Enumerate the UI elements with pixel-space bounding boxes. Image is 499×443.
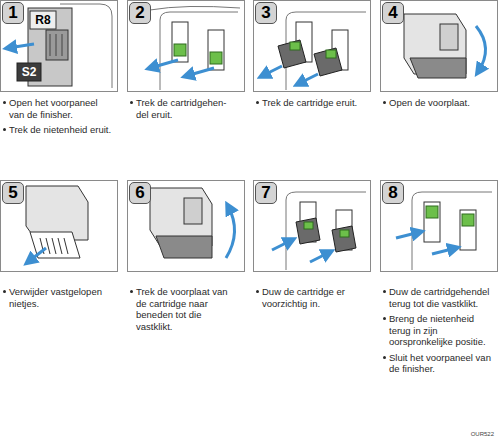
cartridge-close-plate-part bbox=[184, 198, 202, 224]
bullet bbox=[256, 101, 259, 104]
cartridge-handles-part bbox=[174, 44, 186, 56]
step-panel: 7 bbox=[253, 180, 371, 272]
cartridges-out bbox=[262, 12, 366, 90]
finisher-unit-part bbox=[50, 34, 51, 56]
step-number: 7 bbox=[255, 182, 277, 204]
bullet bbox=[3, 290, 6, 293]
cartridge-handles-part bbox=[160, 12, 238, 90]
handles-back-part bbox=[460, 210, 476, 250]
step-number: 2 bbox=[129, 2, 151, 24]
bullet bbox=[383, 317, 386, 320]
cartridges-out-part bbox=[326, 50, 336, 58]
cartridge-handles-part bbox=[186, 68, 214, 76]
instruction-text: Trek de nietenheid eruit. bbox=[9, 124, 113, 136]
jammed-staples-part bbox=[52, 238, 56, 254]
cartridges-in-part bbox=[296, 218, 320, 244]
step-panel: 6 bbox=[127, 180, 245, 272]
cartridge-handles-part bbox=[150, 6, 240, 10]
cartridge-handles-part bbox=[150, 60, 178, 68]
instruction-text: Verwijder vastgelopen nietjes. bbox=[9, 286, 113, 309]
figure-code: OUR522 bbox=[471, 431, 494, 438]
jammed-staples bbox=[26, 186, 88, 262]
cartridges-out-part bbox=[298, 74, 318, 84]
step-number: 3 bbox=[255, 2, 277, 24]
cartridges-in-part bbox=[304, 222, 313, 229]
instruction-text: Sluit het voorpaneel van de finisher. bbox=[389, 352, 493, 375]
instruction-text: Duw de cartridge er voorzichtig in. bbox=[262, 286, 366, 309]
cartridge-handles bbox=[150, 6, 240, 90]
finisher-unit-part bbox=[30, 11, 56, 29]
cartridge-handles-part bbox=[172, 22, 188, 62]
cartridge-close-plate-part bbox=[226, 206, 235, 258]
handles-back-part bbox=[412, 192, 492, 270]
cartridge-close-plate bbox=[150, 188, 235, 258]
finisher-unit-part bbox=[17, 63, 41, 81]
handles-back-part bbox=[426, 206, 438, 218]
handles-back-part bbox=[432, 248, 456, 254]
step-number: 8 bbox=[382, 182, 404, 204]
part-label: R8 bbox=[35, 13, 50, 27]
cartridges-in-part bbox=[272, 240, 292, 250]
instruction-text: Trek de voorplaat van de cartridge naar … bbox=[136, 286, 240, 332]
cartridge-close-plate-part bbox=[156, 236, 212, 258]
jammed-staples-part bbox=[58, 238, 62, 254]
cartridges-in bbox=[272, 192, 366, 270]
step-panel: 4 bbox=[380, 0, 498, 92]
step-panel: 3 bbox=[253, 0, 371, 92]
finisher-unit-part bbox=[62, 34, 63, 56]
bullet bbox=[383, 290, 386, 293]
handles-back-part bbox=[396, 232, 420, 238]
cartridge-front-plate-part bbox=[410, 58, 466, 78]
cartridges-in-part bbox=[286, 192, 366, 270]
bullet bbox=[3, 101, 6, 104]
finisher-unit-part bbox=[56, 34, 57, 56]
bullet bbox=[256, 290, 259, 293]
instruction-text: Duw de cartridgehendel terug tot die vas… bbox=[389, 286, 493, 309]
bullet bbox=[130, 101, 133, 104]
bullet bbox=[3, 128, 6, 131]
instruction-text: Open de voorplaat. bbox=[389, 97, 493, 109]
step-number: 1 bbox=[2, 2, 24, 24]
jammed-staples-part bbox=[64, 238, 68, 254]
cartridges-out-part bbox=[290, 42, 300, 50]
cartridges-out-part bbox=[278, 40, 306, 68]
cartridges-out-part bbox=[314, 48, 342, 76]
bullet bbox=[383, 101, 386, 104]
step-panel: 8 bbox=[380, 180, 498, 272]
step-panel: 1 bbox=[0, 0, 118, 92]
bullet bbox=[383, 356, 386, 359]
cartridge-front-plate bbox=[404, 14, 486, 78]
handles-back bbox=[396, 192, 492, 270]
instruction-text: Breng de nietenheid terug in zijn oorspr… bbox=[389, 313, 493, 348]
step-number: 6 bbox=[129, 182, 151, 204]
step-panel: 5 bbox=[0, 180, 118, 272]
cartridges-in-part bbox=[310, 252, 330, 262]
bullet bbox=[130, 290, 133, 293]
cartridge-handles-part bbox=[208, 30, 224, 70]
cartridge-front-plate-part bbox=[440, 24, 458, 50]
step-panel: 2 bbox=[127, 0, 245, 92]
finisher-unit-part bbox=[8, 44, 34, 48]
jammed-staples-part bbox=[46, 238, 50, 254]
jammed-staples-part bbox=[28, 248, 46, 262]
cartridges-in-part bbox=[332, 226, 356, 252]
cartridge-handles-part bbox=[210, 52, 222, 64]
instruction-text: Trek de cartridge eruit. bbox=[262, 97, 366, 109]
step-number: 5 bbox=[2, 182, 24, 204]
cartridges-out-part bbox=[262, 66, 282, 76]
part-label: S2 bbox=[22, 65, 37, 79]
cartridge-front-plate-part bbox=[476, 26, 486, 72]
cartridges-in-part bbox=[340, 230, 349, 237]
instruction-text: Open het voorpaneel van de finisher. bbox=[9, 97, 113, 120]
instruction-text: Trek de cartridgehen- del eruit. bbox=[136, 97, 240, 120]
handles-back-part bbox=[462, 214, 474, 226]
finisher-unit-part bbox=[46, 30, 68, 60]
step-number: 4 bbox=[382, 2, 404, 24]
handles-back-part bbox=[424, 202, 440, 242]
